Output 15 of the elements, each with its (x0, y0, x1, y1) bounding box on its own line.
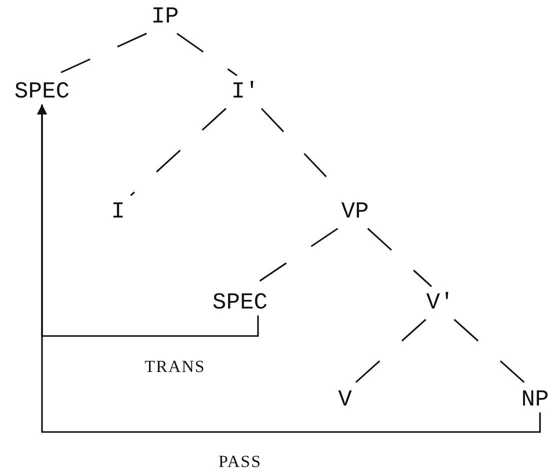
tree-label: SPEC (13, 80, 71, 104)
tree-label: I (110, 200, 126, 224)
tree-label: SPEC (211, 290, 269, 316)
tree-label: IP (150, 4, 180, 30)
tree-label: NP (520, 388, 550, 412)
tree-branch (354, 318, 426, 384)
movement-arrow (37, 104, 541, 433)
tree-branch (454, 318, 526, 384)
tree-label: I' (230, 80, 260, 104)
tree-label: VP (340, 200, 370, 224)
tree-branch (176, 32, 238, 76)
tree-label: V' (425, 290, 455, 316)
tree-branch (367, 228, 432, 288)
tree-branch (130, 108, 226, 196)
tree-label: V (337, 388, 353, 412)
